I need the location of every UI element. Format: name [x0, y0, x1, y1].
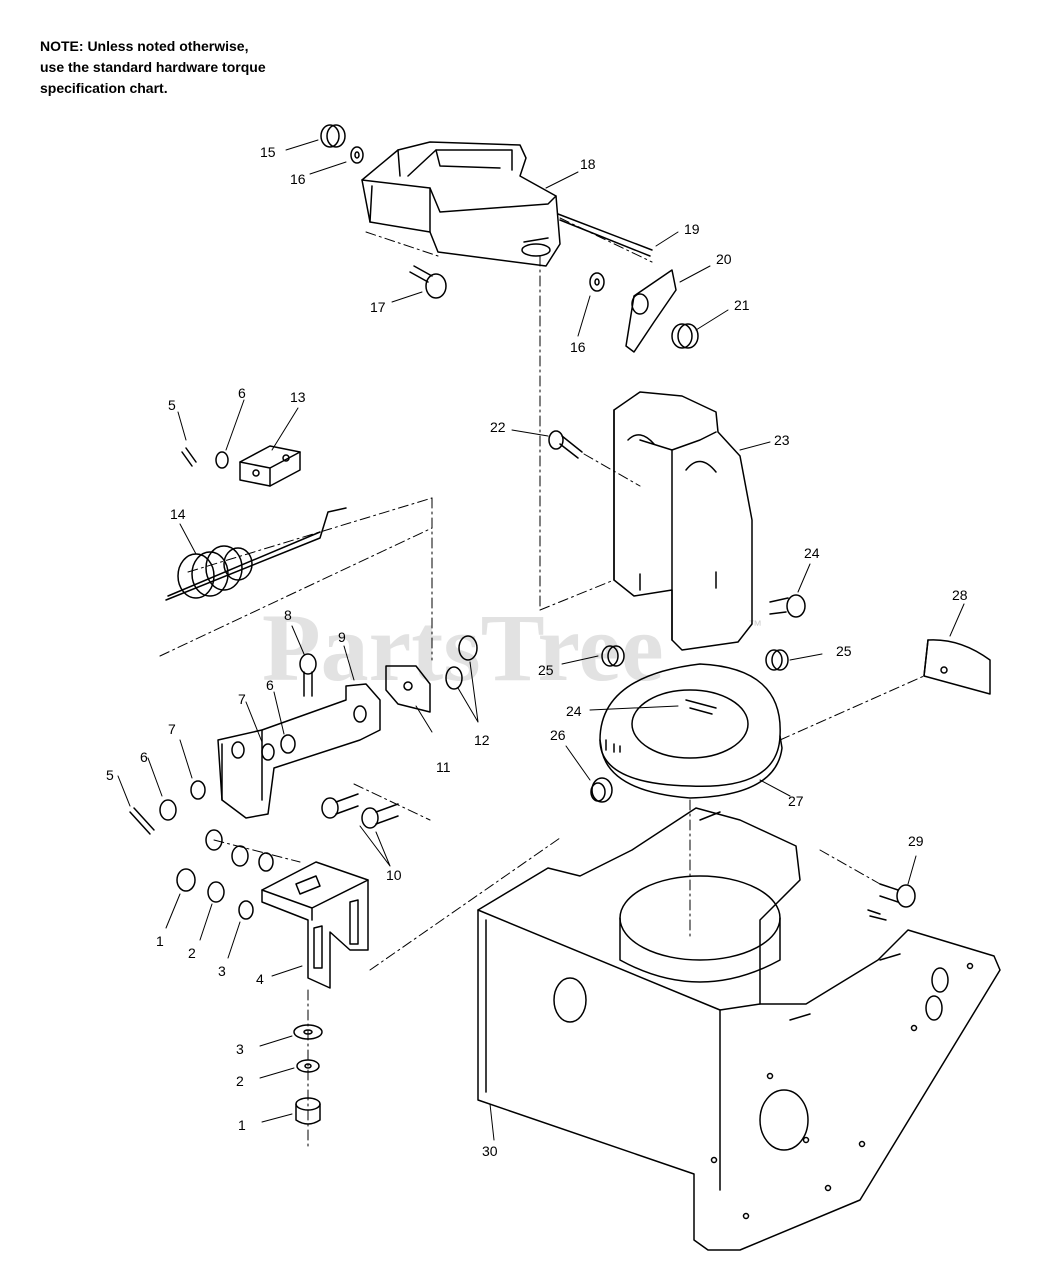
callout-12: 12	[474, 732, 490, 748]
callout-3: 3	[218, 963, 226, 979]
bolt-part-26	[590, 777, 613, 803]
bolt-part-10	[321, 793, 399, 829]
callout-1: 1	[156, 933, 164, 949]
washer-part-2	[207, 881, 225, 903]
callout-23: 23	[774, 432, 790, 448]
bolt-part-29	[867, 883, 916, 921]
callout-25: 25	[538, 662, 554, 678]
nut-part-15	[320, 124, 346, 148]
callout-29: 29	[908, 833, 924, 849]
callout-9: 9	[338, 629, 346, 645]
washer-part-6b	[280, 734, 296, 754]
note-line-2: use the standard hardware torque	[40, 59, 266, 75]
hardware-note: NOTE: Unless noted otherwise, use the st…	[40, 36, 266, 99]
callout-15: 15	[260, 144, 276, 160]
bracket-part-4	[261, 861, 369, 989]
cotter-pin-part-5	[181, 447, 197, 467]
callout-6: 6	[238, 385, 246, 401]
callout-16b: 16	[570, 339, 586, 355]
crank-spring-part-14	[165, 507, 347, 601]
note-line-3: specification chart.	[40, 80, 168, 96]
rod-part-19	[557, 213, 653, 251]
callout-16: 16	[290, 171, 306, 187]
watermark-tm: ™	[748, 617, 762, 633]
callout-6b: 6	[266, 677, 274, 693]
bolt-part-8	[299, 653, 317, 697]
callout-7b: 7	[168, 721, 176, 737]
bolt-part-17	[409, 265, 447, 299]
housing-part-30	[477, 807, 1001, 1251]
callout-14: 14	[170, 506, 186, 522]
bracket-part-20	[625, 269, 677, 353]
nut-part-25-left	[601, 645, 625, 667]
washer-part-7b	[190, 780, 206, 800]
washer-part-6	[215, 451, 229, 469]
callout-4: 4	[256, 971, 264, 987]
callout-19: 19	[684, 221, 700, 237]
callout-2: 2	[188, 945, 196, 961]
callout-27: 27	[788, 793, 804, 809]
alignment-lines	[159, 217, 925, 1151]
nut-part-21	[671, 323, 699, 349]
plate-part-11	[385, 665, 431, 713]
callout-24: 24	[804, 545, 820, 561]
callout-18: 18	[580, 156, 596, 172]
nut-washer-part-12	[445, 635, 478, 690]
callout-5b: 5	[106, 767, 114, 783]
callout-5: 5	[168, 397, 176, 413]
washer-part-7	[261, 743, 275, 761]
callout-labels: 15 16 18 19 20 21 17 16 5 6 13 14 22 23 …	[106, 144, 968, 1159]
callout-1b: 1	[238, 1117, 246, 1133]
callout-25b: 25	[836, 643, 852, 659]
bolt-part-22	[548, 430, 583, 459]
block-part-13	[239, 445, 301, 487]
chute-ring-part-27	[599, 663, 783, 799]
callout-13: 13	[290, 389, 306, 405]
callout-26: 26	[550, 727, 566, 743]
washer-part-3	[238, 900, 254, 920]
callout-11: 11	[436, 759, 451, 775]
callout-24b: 24	[566, 703, 582, 719]
nut-part-25-right	[765, 649, 789, 671]
callout-6c: 6	[140, 749, 148, 765]
callout-28: 28	[952, 587, 968, 603]
callout-20: 20	[716, 251, 732, 267]
callout-2b: 2	[236, 1073, 244, 1089]
shim-part-28	[923, 639, 991, 695]
callout-30: 30	[482, 1143, 498, 1159]
callout-7: 7	[238, 691, 246, 707]
chute-handle-part-18	[361, 141, 561, 267]
callout-17: 17	[370, 299, 386, 315]
bracket-part-9	[217, 683, 381, 819]
washer-part-16b	[589, 272, 605, 292]
chute-part-23	[613, 391, 753, 651]
bolt-part-24	[769, 594, 806, 618]
cotter-pin-part-5b	[129, 807, 155, 835]
note-line-1: NOTE: Unless noted otherwise,	[40, 38, 249, 54]
leader-lines	[117, 139, 965, 1141]
callout-21: 21	[734, 297, 750, 313]
washer-part-6c	[159, 799, 177, 821]
callout-3b: 3	[236, 1041, 244, 1057]
callout-8: 8	[284, 607, 292, 623]
callout-22: 22	[490, 419, 506, 435]
callout-10: 10	[386, 867, 402, 883]
washer-part-16	[350, 146, 364, 164]
nut-part-1	[176, 868, 196, 892]
watermark: PartsTree	[262, 594, 664, 701]
